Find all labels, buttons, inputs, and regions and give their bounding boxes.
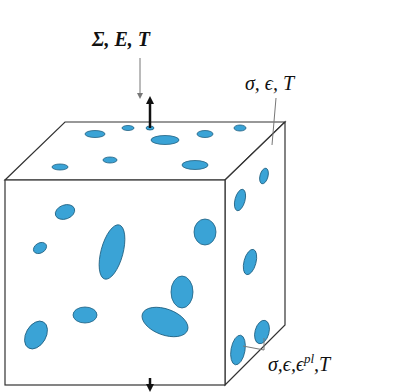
cube: [5, 122, 285, 385]
variable-label: σ, ϵ, T: [245, 72, 294, 94]
macro-variables: Σ, E, T: [92, 28, 150, 50]
inclusions: [20, 125, 272, 366]
leader-line: [272, 98, 276, 145]
inclusion-variables: σ,ϵ,ϵpl,T: [268, 352, 330, 375]
variable-label: σ,ϵ,ϵ: [268, 353, 304, 375]
variable-label: Σ, E, T: [92, 28, 150, 50]
matrix-variables: σ, ϵ, T: [245, 72, 294, 94]
leader-line: [264, 338, 265, 350]
variable-label: ,T: [314, 353, 330, 375]
leader-line: [243, 346, 264, 350]
scale-arrow: [140, 58, 141, 96]
load-arrow: [149, 378, 152, 388]
superscript: pl: [304, 351, 314, 366]
load-arrow: [149, 100, 152, 128]
